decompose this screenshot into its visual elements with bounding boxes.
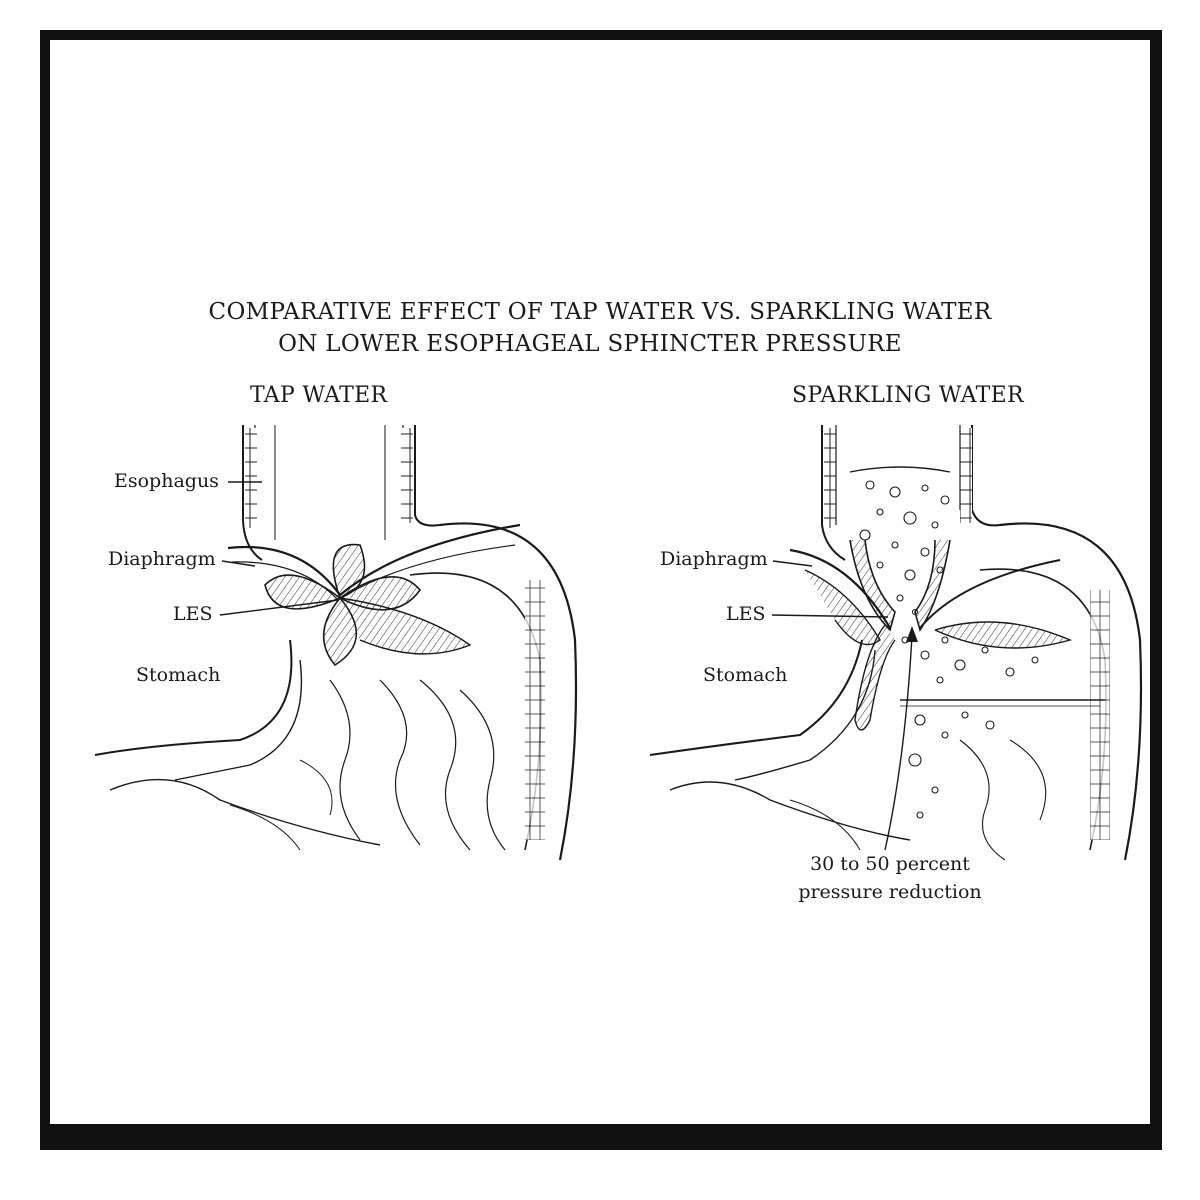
title-line-2: ON LOWER ESOPHAGEAL SPHINCTER PRESSURE bbox=[278, 331, 902, 357]
sparkling-water-leaders bbox=[771, 560, 913, 851]
label-diaphragm-left: Diaphragm bbox=[108, 548, 216, 570]
label-les-left: LES bbox=[173, 603, 213, 625]
note-line-2: pressure reduction bbox=[798, 881, 982, 903]
label-diaphragm-right: Diaphragm bbox=[660, 548, 768, 570]
panel-heading-tap-water: TAP WATER bbox=[250, 383, 388, 408]
label-esophagus: Esophagus bbox=[114, 470, 219, 492]
pressure-arrow-head bbox=[906, 626, 918, 642]
title-line-1: COMPARATIVE EFFECT OF TAP WATER VS. SPAR… bbox=[208, 299, 992, 325]
picture-frame bbox=[40, 30, 1162, 1150]
diagram-title: COMPARATIVE EFFECT OF TAP WATER VS. SPAR… bbox=[0, 296, 1200, 360]
panel-heading-sparkling-water: SPARKLING WATER bbox=[792, 383, 1024, 408]
tap-water-stomach bbox=[94, 425, 578, 861]
sparkling-water-stomach bbox=[649, 425, 1143, 861]
tap-water-leaders bbox=[219, 481, 339, 616]
note-line-1: 30 to 50 percent bbox=[810, 853, 970, 875]
label-stomach-left: Stomach bbox=[136, 664, 221, 686]
carbonation-bubbles bbox=[859, 480, 1039, 819]
pressure-reduction-note: 30 to 50 percent pressure reduction bbox=[790, 850, 990, 906]
label-stomach-right: Stomach bbox=[703, 664, 788, 686]
label-les-right: LES bbox=[726, 603, 766, 625]
